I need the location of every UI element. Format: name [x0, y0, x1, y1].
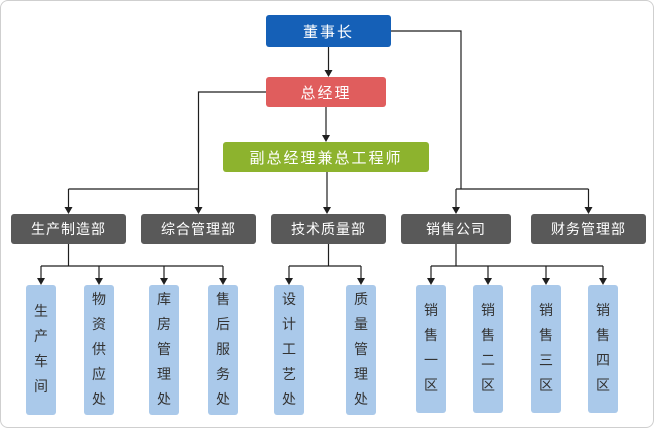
department-label: 销售公司	[426, 222, 486, 238]
unit-label: 销售四区	[596, 303, 610, 394]
unit-box-sales-district-3: 销售三区	[531, 285, 561, 413]
department-label: 综合管理部	[161, 222, 236, 238]
unit-box-after-sales: 售后服务处	[208, 285, 238, 415]
unit-box-sales-district-2: 销售二区	[473, 285, 503, 413]
unit-label: 生产车间	[34, 304, 48, 395]
unit-label: 设计工艺处	[282, 291, 296, 408]
unit-box-sales-district-4: 销售四区	[588, 285, 618, 413]
chairman-box: 董事长	[266, 15, 391, 47]
deputy-gm-box: 副总经理兼总工程师	[223, 142, 429, 172]
unit-box-sales-district-1: 销售一区	[416, 285, 446, 413]
unit-box-design-process: 设计工艺处	[274, 285, 304, 415]
department-label: 财务管理部	[551, 222, 626, 238]
department-box-sales-company: 销售公司	[401, 214, 511, 244]
department-box-finance: 财务管理部	[531, 214, 646, 244]
general-manager-box: 总经理	[266, 77, 386, 107]
unit-label: 库房管理处	[157, 291, 171, 408]
unit-label: 销售三区	[539, 303, 553, 394]
department-box-general-admin: 综合管理部	[141, 214, 256, 244]
unit-label: 质量管理处	[354, 291, 368, 408]
unit-label: 销售一区	[424, 303, 438, 394]
department-label: 技术质量部	[291, 222, 366, 238]
department-box-production: 生产制造部	[11, 214, 126, 244]
deputy-gm-label: 副总经理兼总工程师	[249, 148, 403, 167]
chairman-label: 董事长	[302, 22, 354, 41]
unit-box-quality-mgmt: 质量管理处	[346, 285, 376, 415]
unit-label: 销售二区	[481, 303, 495, 394]
unit-label: 售后服务处	[216, 291, 230, 408]
unit-box-warehouse-mgmt: 库房管理处	[149, 285, 179, 415]
unit-label: 物资供应处	[92, 291, 106, 408]
general-manager-label: 总经理	[300, 83, 352, 102]
unit-box-production-workshop: 生产车间	[26, 285, 56, 415]
department-box-tech-quality: 技术质量部	[271, 214, 386, 244]
department-label: 生产制造部	[31, 222, 106, 238]
unit-box-material-supply: 物资供应处	[84, 285, 114, 415]
